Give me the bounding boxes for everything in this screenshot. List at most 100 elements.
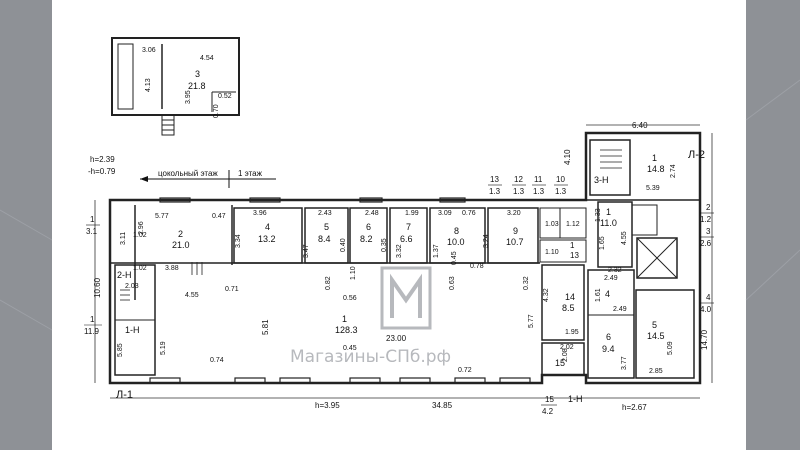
room-9-area: 10.7 xyxy=(506,237,524,247)
height-main: h=3.95 xyxy=(315,401,340,410)
dim-left-height: 10.60 xyxy=(93,277,102,298)
dimension-label: 4.32 xyxy=(543,288,550,302)
room-7-area: 6.6 xyxy=(400,234,413,244)
section-l1: Л-1 xyxy=(116,389,133,401)
dim-right-height: 14.70 xyxy=(700,329,709,350)
room-5-area: 8.4 xyxy=(318,234,331,244)
dimension-label: 2.49 xyxy=(613,306,627,313)
annex-dim-5: 0.52 xyxy=(218,93,232,100)
room-14-num: 14 xyxy=(565,292,575,302)
dimension-label: 3.34 xyxy=(235,234,242,248)
section-3n: 3-Н xyxy=(594,175,609,185)
side-12-area: 1.3 xyxy=(513,187,525,196)
dimension-label: 2.48 xyxy=(365,210,379,217)
main-building xyxy=(108,131,702,385)
dimension-label: 2.85 xyxy=(649,368,663,375)
dimension-label: 1.02 xyxy=(133,265,147,272)
room-s13-area: 13 xyxy=(570,251,579,260)
legend-height-1: h=2.39 xyxy=(90,155,115,164)
dimension-label: 2.49 xyxy=(604,275,618,282)
room-2-area: 21.0 xyxy=(172,240,190,250)
room-1-num: 1 xyxy=(342,314,347,324)
room-s13-num: 1 xyxy=(570,241,575,250)
dimension-label: 3.96 xyxy=(253,210,267,217)
dimension-label: 0.45 xyxy=(343,345,357,352)
room-a11-area: 11.0 xyxy=(600,218,617,228)
dimension-label: 1.65 xyxy=(599,236,606,250)
dimension-label: 1.95 xyxy=(565,329,579,336)
dimension-label: 0.47 xyxy=(212,213,226,220)
annex-dim-1: 3.06 xyxy=(142,47,156,54)
dimension-label: 0.74 xyxy=(210,357,224,364)
side-11-num: 11 xyxy=(534,175,543,184)
side-15-num: 15 xyxy=(545,395,554,404)
room-6-num: 6 xyxy=(366,222,371,232)
dimension-label: 3.47 xyxy=(303,244,310,258)
dimension-label: 0.56 xyxy=(343,295,357,302)
annex-room-number: 3 xyxy=(195,69,200,79)
room-a4-num: 4 xyxy=(605,289,610,299)
dimension-label: 1.10 xyxy=(545,249,559,256)
dimension-label: 2.08 xyxy=(562,348,569,362)
side-13-num: 13 xyxy=(490,175,499,184)
annex-dim-6: 0.70 xyxy=(213,104,220,118)
dim-top: 6.40 xyxy=(632,121,648,130)
annex-plan xyxy=(111,37,240,136)
dimension-label: 3.88 xyxy=(165,265,179,272)
dimension-label: 1.02 xyxy=(133,232,147,239)
dimension-label: 0.82 xyxy=(325,276,332,290)
watermark-logo-mark xyxy=(390,273,422,318)
side-3-area: 2.6 xyxy=(700,239,712,248)
room-6-area: 8.2 xyxy=(360,234,373,244)
legend-basement-label: цокольный этаж xyxy=(158,169,218,178)
legend-height-2: -h=0.79 xyxy=(88,167,116,176)
dimension-lines xyxy=(94,124,713,399)
watermark-logo xyxy=(380,266,432,330)
dimension-label: 3.11 xyxy=(120,232,127,245)
dimension-label: 0.63 xyxy=(449,276,456,290)
room-7-num: 7 xyxy=(406,222,411,232)
height-annex: h=2.67 xyxy=(622,403,647,412)
dimension-label: 1.10 xyxy=(350,266,357,280)
legend-arrowhead xyxy=(140,176,148,182)
section-2n: 2-Н xyxy=(117,270,132,280)
dimension-label: 2.03 xyxy=(125,283,139,290)
annex-dim-3: 4.13 xyxy=(145,78,152,92)
room-9-num: 9 xyxy=(513,226,518,236)
room-a1-num: 1 xyxy=(652,153,657,163)
dimension-label: 3.20 xyxy=(507,210,521,217)
side-3-1-area: 3.1 xyxy=(86,227,98,236)
side-10-num: 10 xyxy=(556,175,565,184)
side-12-num: 12 xyxy=(514,175,523,184)
section-l2: Л-2 xyxy=(688,149,705,161)
watermark-text: Магазины-СПб.рф xyxy=(290,347,451,367)
room-a5-area: 14.5 xyxy=(647,331,665,341)
side-4-area: 4.0 xyxy=(700,305,712,314)
room-a11-num: 1 xyxy=(606,207,611,217)
dimension-label: 0.35 xyxy=(381,238,388,252)
dimension-label: 4.55 xyxy=(621,231,628,245)
dimension-label: 3.32 xyxy=(396,244,403,258)
dimension-label: 0.72 xyxy=(458,367,472,374)
dimension-label: 2.32 xyxy=(608,267,622,274)
dimension-label: 0.40 xyxy=(340,238,347,252)
dimension-label: 5.39 xyxy=(646,185,660,192)
dim-total-length: 34.85 xyxy=(432,401,453,410)
room-4-num: 4 xyxy=(265,222,270,232)
room-8-area: 10.0 xyxy=(447,237,465,247)
room-labels: 1 128.3 2 21.0 4 13.2 5 8.4 6 8.2 7 6.6 … xyxy=(172,153,665,368)
side-11-area: 1.3 xyxy=(533,187,545,196)
annex-dim-2: 4.54 xyxy=(200,55,214,62)
dimension-label: 0.45 xyxy=(451,251,458,265)
dimension-label: 2.02 xyxy=(560,344,574,351)
dimension-label: 1.37 xyxy=(433,244,440,258)
dimension-label: 2.43 xyxy=(318,210,332,217)
room-a6-area: 9.4 xyxy=(602,344,615,354)
dim-tower: 4.10 xyxy=(563,149,572,165)
dimension-label: 1.03 xyxy=(545,221,559,228)
plan-sheet xyxy=(52,0,746,450)
room-4-area: 13.2 xyxy=(258,234,276,244)
room-1-area: 128.3 xyxy=(335,325,358,335)
